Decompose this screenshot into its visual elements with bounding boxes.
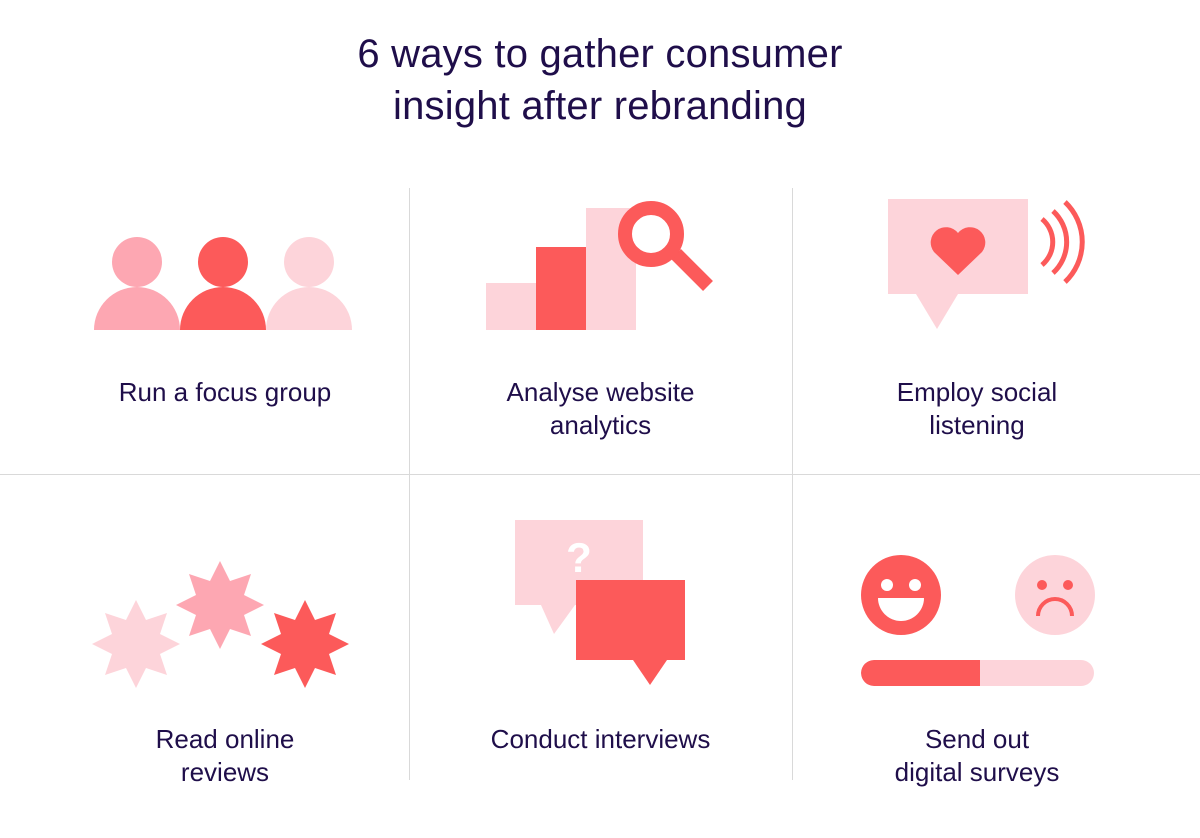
item-label-line-2: analytics — [549, 410, 652, 440]
survey-faces-icon — [861, 555, 1095, 635]
item-label: Employ social listening — [792, 376, 1162, 442]
item-digital-surveys: Send out digital surveys — [792, 474, 1200, 787]
item-label-line-1: Read online — [155, 724, 295, 754]
sad-face-icon — [1015, 555, 1095, 635]
item-label: Send out digital surveys — [792, 723, 1162, 789]
stars-icon — [92, 561, 349, 688]
page-title: 6 ways to gather consumer insight after … — [0, 28, 1200, 132]
heart-speech-bubble-icon — [888, 199, 1085, 329]
happy-face-icon — [861, 555, 941, 635]
item-label-line-1: Conduct interviews — [490, 724, 711, 754]
title-line-2: insight after rebranding — [393, 84, 807, 128]
question-mark-icon: ? — [566, 534, 592, 581]
item-label: Run a focus group — [0, 376, 450, 409]
item-focus-group: Run a focus group — [0, 188, 409, 474]
people-group-icon — [94, 237, 352, 330]
title-line-1: 6 ways to gather consumer — [357, 32, 843, 76]
item-social-listening: Employ social listening — [792, 188, 1200, 474]
speech-bubbles-icon — [515, 520, 685, 685]
item-label: Conduct interviews — [409, 723, 792, 756]
item-online-reviews: Read online reviews — [0, 474, 409, 787]
item-label-line-2: reviews — [180, 757, 270, 787]
divider-vertical-2 — [792, 188, 793, 780]
divider-horizontal — [0, 474, 1200, 475]
item-label-line-2: listening — [929, 410, 1025, 440]
divider-vertical-1 — [409, 188, 410, 780]
survey-progress-track — [861, 660, 1094, 686]
item-interviews: ? Conduct interviews — [409, 474, 792, 780]
item-label: Analyse website analytics — [409, 376, 792, 442]
survey-progress-fill — [861, 660, 980, 686]
item-label: Read online reviews — [0, 723, 450, 789]
item-label-line-1: Employ social — [896, 377, 1058, 407]
item-label-line-1: Send out — [924, 724, 1030, 754]
analytics-magnifier-icon — [486, 201, 713, 330]
item-label-line-1: Run a focus group — [118, 377, 332, 407]
item-label-line-2: digital surveys — [894, 757, 1060, 787]
item-website-analytics: Analyse website analytics — [409, 188, 792, 474]
item-label-line-1: Analyse website — [506, 377, 695, 407]
